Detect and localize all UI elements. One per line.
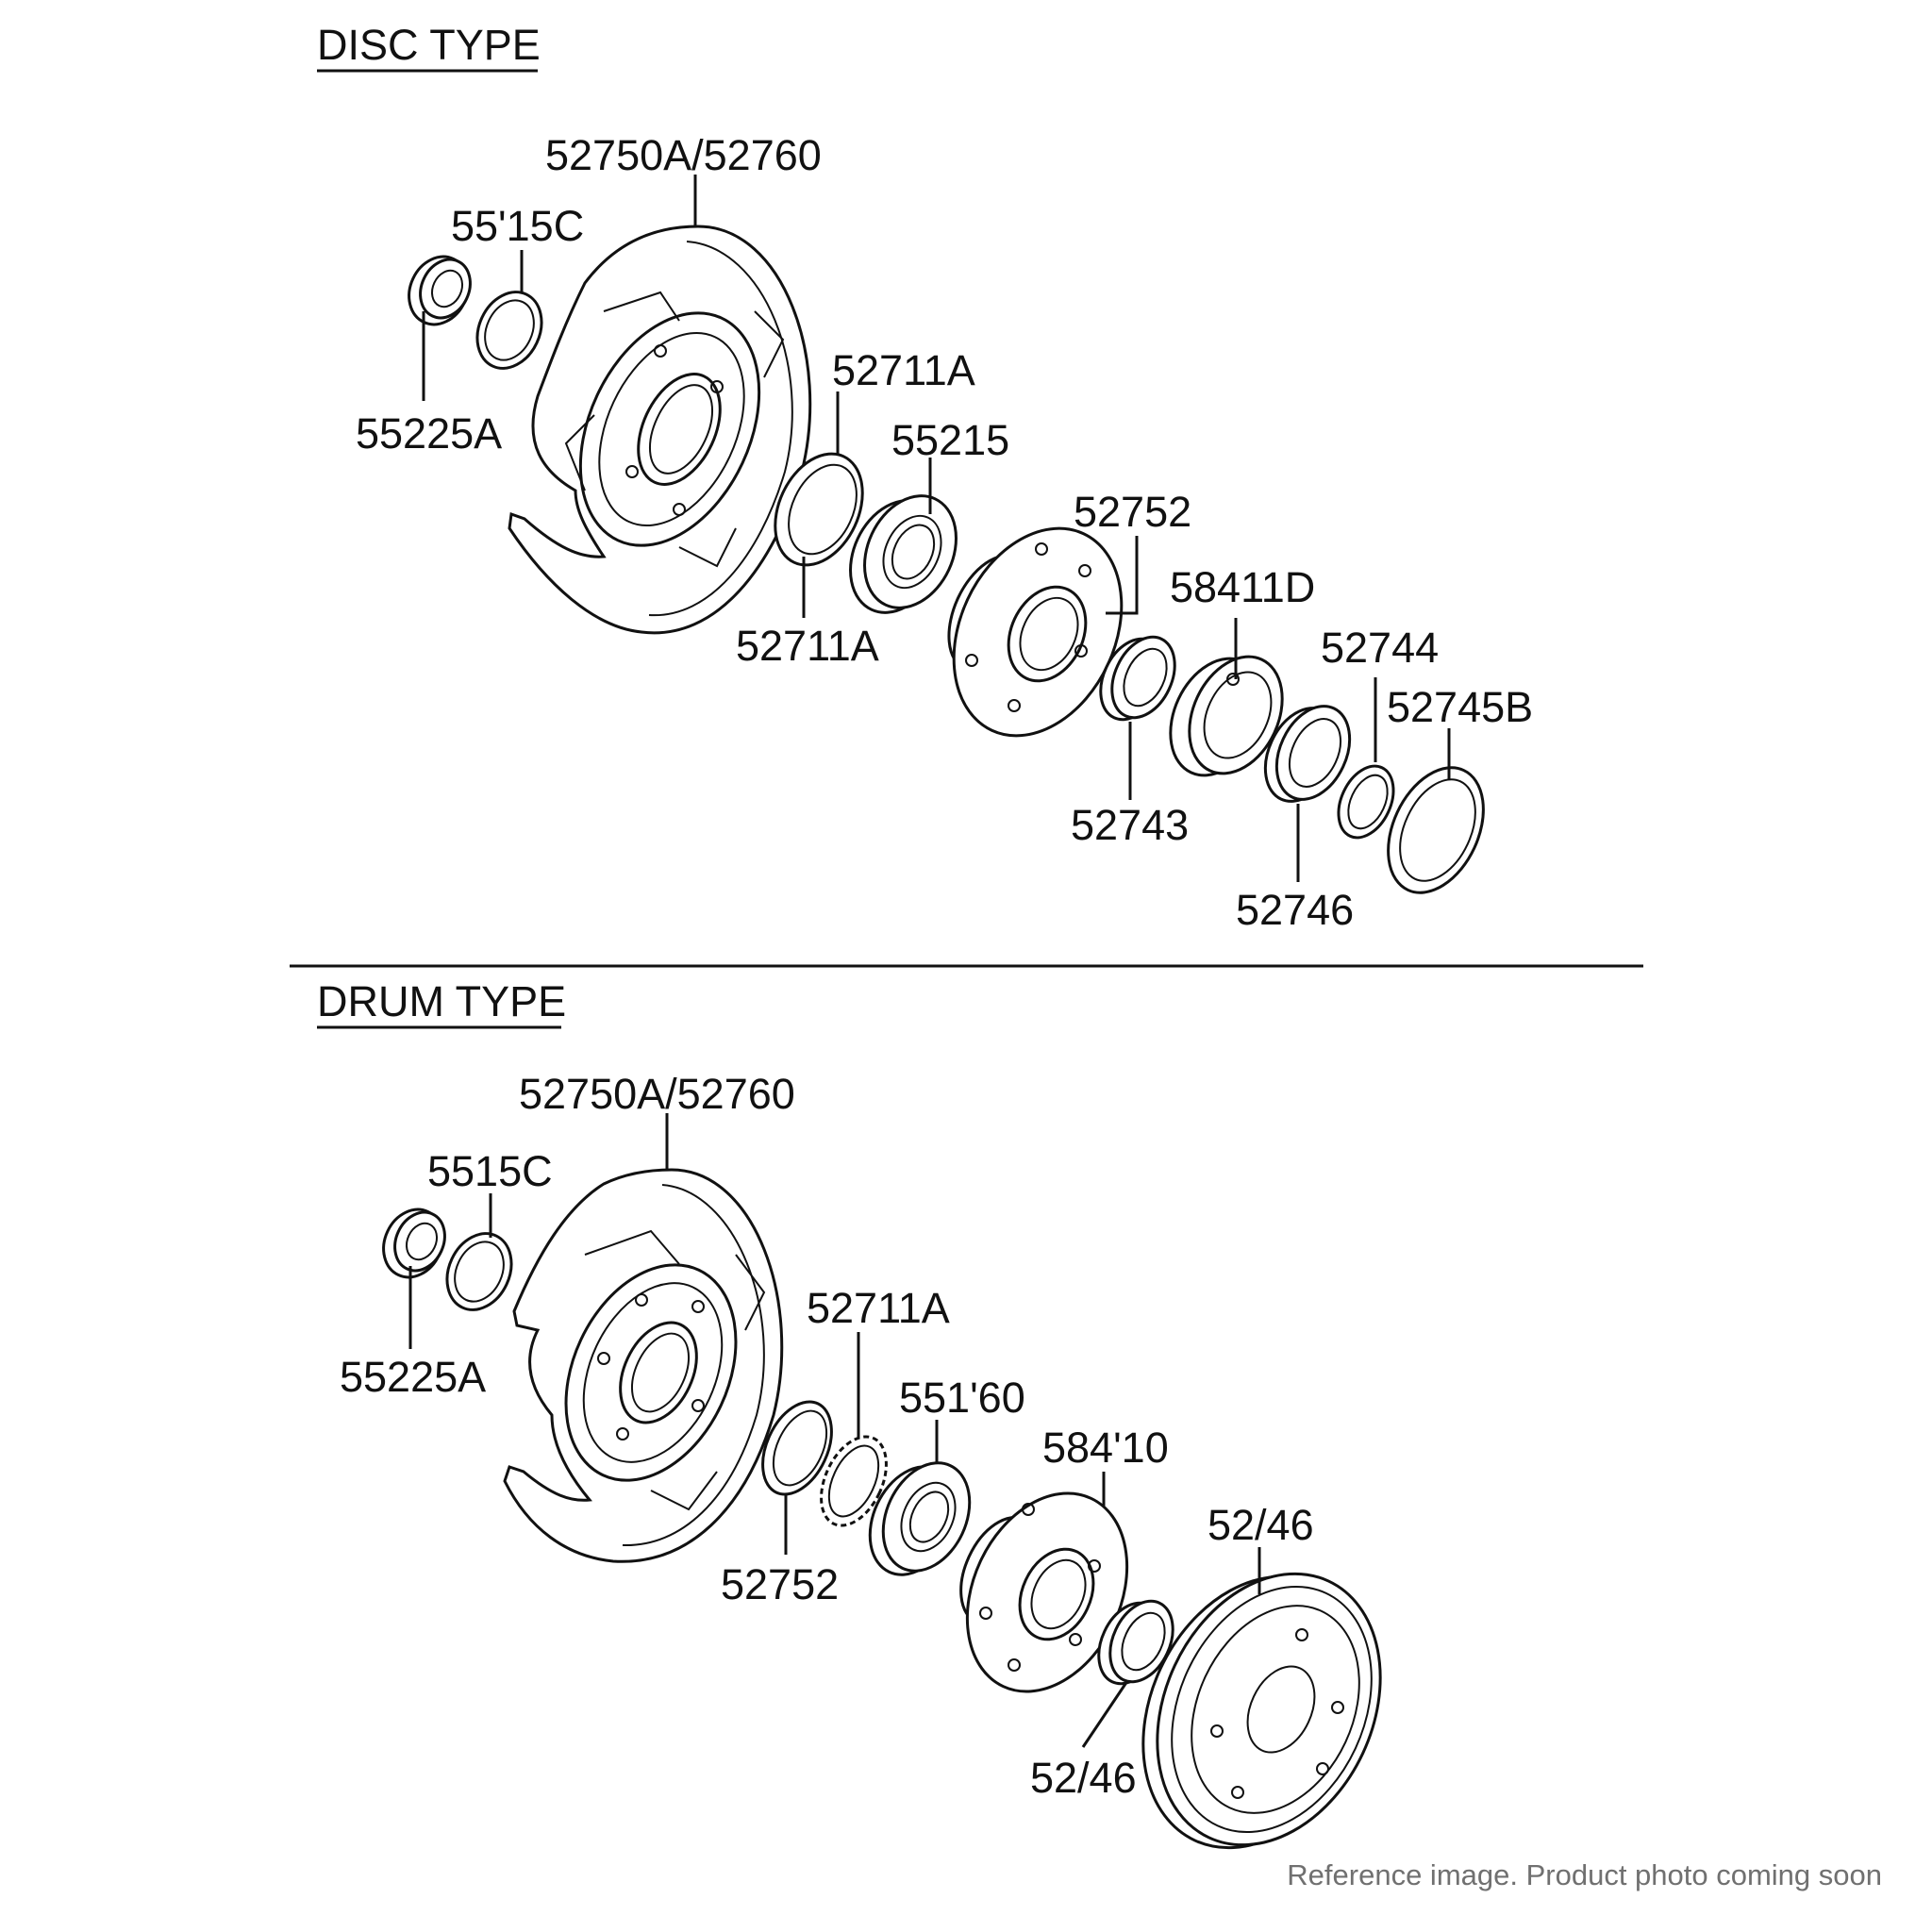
disc-bearing — [849, 494, 958, 614]
disc-spacer-ring — [774, 452, 864, 567]
disc-type-title: DISC TYPE — [317, 21, 541, 69]
disc-lock-nut — [1169, 655, 1284, 777]
drum-type-title: DRUM TYPE — [317, 977, 566, 1025]
label-drum-bearing: 551'60 — [899, 1374, 1025, 1422]
drum-backing-plate — [503, 1168, 784, 1563]
drum-snap-ring — [820, 1435, 888, 1527]
label-disc-washer: 52744 — [1321, 624, 1439, 672]
drum-bearing — [868, 1461, 972, 1576]
disc-outer-seal — [475, 291, 543, 370]
leader-disc-hub — [1106, 536, 1139, 615]
label-disc-outer-seal: 55'15C — [451, 202, 584, 250]
label-disc-hub: 52752 — [1074, 488, 1191, 536]
disc-type-section: DISC TYPE — [317, 21, 1533, 934]
label-drum-outer-seal: 5515C — [427, 1147, 553, 1195]
label-disc-inner-bearing: 52743 — [1071, 801, 1189, 849]
label-disc-spacer-top: 52711A — [832, 346, 975, 394]
drum-inner-bearing — [1097, 1599, 1174, 1686]
label-drum-shield: 52750A/52760 — [519, 1070, 795, 1118]
disc-backing-plate — [508, 225, 812, 635]
label-disc-small-seal: 55225A — [356, 409, 502, 458]
footer-note: Reference image. Product photo coming so… — [1287, 1858, 1882, 1891]
disc-grease-cap — [1387, 766, 1485, 894]
label-disc-cap: 52745B — [1387, 683, 1533, 731]
drum-outer-seal — [445, 1232, 513, 1311]
label-disc-bearing-cup: 52746 — [1236, 886, 1354, 934]
drum-hub — [959, 1491, 1129, 1693]
disc-washer — [1337, 764, 1395, 840]
disc-inner-bearing — [1099, 635, 1176, 722]
label-disc-shield: 52750A/52760 — [545, 131, 822, 179]
disc-bearing-cup — [1263, 705, 1352, 803]
drum-spacer-ring — [761, 1400, 833, 1496]
label-disc-spacer-bottom: 52711A — [736, 622, 879, 670]
disc-small-seal — [408, 255, 472, 326]
label-drum-drum: 52/46 — [1208, 1501, 1314, 1549]
label-drum-hub: 584'10 — [1042, 1424, 1169, 1472]
leader-drum-inner-bearing — [1081, 1680, 1129, 1748]
label-drum-inner-bearing: 52/46 — [1030, 1754, 1137, 1802]
label-drum-small-seal: 55225A — [340, 1353, 486, 1401]
drum-brake-drum — [1141, 1572, 1382, 1850]
disc-hub — [947, 526, 1124, 738]
label-drum-snap-ring: 52711A — [807, 1284, 950, 1332]
label-disc-nut: 58411D — [1170, 563, 1315, 611]
drum-type-section: DRUM TYPE — [317, 977, 1382, 1850]
label-drum-spacer: 52752 — [721, 1560, 839, 1608]
label-disc-bearing: 55215 — [891, 416, 1009, 464]
drum-small-seal — [382, 1208, 446, 1279]
